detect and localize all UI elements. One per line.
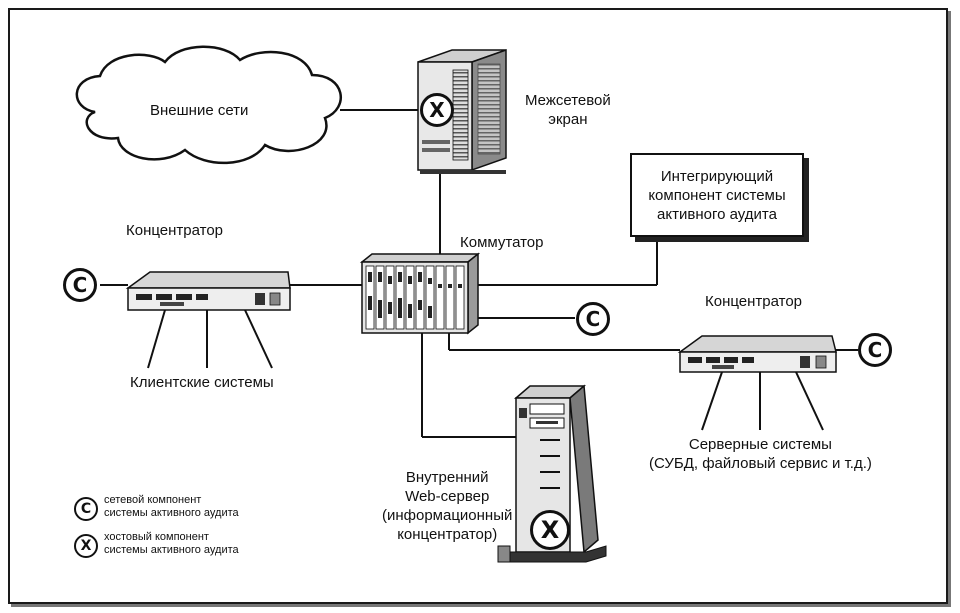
web-server-label-line1: Внутренний: [405, 469, 489, 486]
switch-chassis: [359, 252, 481, 335]
integrating-label-line3: активного аудита: [657, 205, 777, 223]
network-component-icon-left-hub: C: [63, 268, 97, 302]
external-networks-label: Внешние сети: [150, 102, 249, 119]
server-systems-label: Серверные системы (СУБД, файловый сервис…: [649, 435, 872, 473]
hub-left-label: Концентратор: [126, 222, 224, 239]
firewall-label-line1: Межсетевой: [525, 92, 611, 109]
web-server-label-line2: Web-сервер: [405, 488, 490, 505]
firewall-label: Межсетевой экран: [525, 91, 611, 129]
legend-host-icon: X: [74, 534, 98, 558]
firewall-label-line2: экран: [548, 111, 588, 128]
legend-network-icon: C: [74, 497, 98, 521]
diagram-frame: [8, 8, 948, 604]
server-systems-label-line1: Серверные системы: [688, 436, 832, 453]
legend-network-line1: сетевой компонент: [104, 494, 202, 506]
web-server-label-line3: (информационный: [382, 507, 513, 524]
server-systems-label-line2: (СУБД, файловый сервис и т.д.): [649, 455, 872, 472]
legend-host-line2: системы активного аудита: [104, 544, 239, 556]
connection-lines: [100, 109, 858, 438]
legend-host-line1: хостовый компонент: [104, 531, 209, 543]
network-component-icon-right-hub: C: [858, 333, 892, 367]
hub-right-label: Концентратор: [705, 293, 803, 310]
integrating-component-box: Интегрирующий компонент системы активног…: [630, 153, 804, 237]
host-component-icon-web-server: X: [530, 510, 570, 550]
legend-network-text: сетевой компонент системы активного ауди…: [104, 494, 239, 520]
web-server-label-line4: концентратор): [397, 526, 498, 543]
network-component-icon-switch: C: [576, 302, 610, 336]
hub-left-device: [125, 271, 291, 311]
switch-label: Коммутатор: [460, 234, 544, 251]
legend-host-text: хостовый компонент системы активного ауд…: [104, 531, 239, 557]
integrating-label-line2: компонент системы: [648, 186, 786, 204]
legend-network-line2: системы активного аудита: [104, 507, 239, 519]
host-component-icon-firewall: X: [420, 93, 454, 127]
client-systems-label: Клиентские системы: [130, 374, 274, 391]
external-network-cloud: [75, 45, 342, 165]
web-server-label: Внутренний Web-сервер (информационный ко…: [382, 468, 512, 544]
hub-right-device: [677, 335, 837, 373]
integrating-label-line1: Интегрирующий: [660, 167, 774, 185]
